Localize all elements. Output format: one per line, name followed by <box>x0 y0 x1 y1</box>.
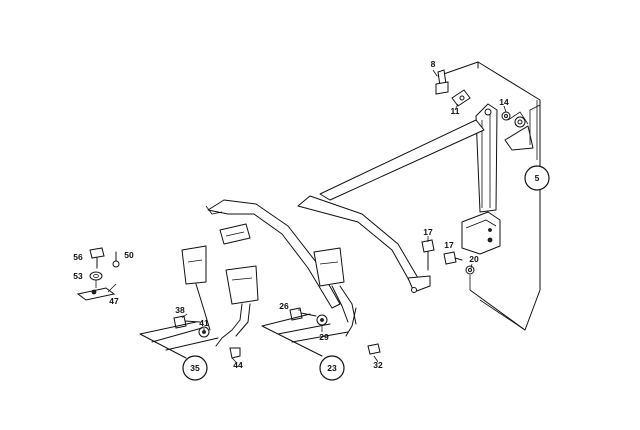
part-number-47: 47 <box>109 296 119 306</box>
callout-circle-5 <box>524 165 550 191</box>
part-number-38: 38 <box>175 305 185 315</box>
part-number-14: 14 <box>499 97 509 107</box>
part-number-35: 35 <box>190 363 200 373</box>
lap-belt-loop <box>205 199 341 309</box>
part-number-17-upper: 17 <box>423 227 433 237</box>
part-number-23: 23 <box>327 363 337 373</box>
shoulder-belt <box>297 119 485 293</box>
part-number-11: 11 <box>451 106 460 116</box>
part-number-5: 5 <box>535 173 540 183</box>
part-number-41: 41 <box>199 318 209 328</box>
part-number-50: 50 <box>124 250 134 260</box>
right-bolt-hardware <box>261 307 381 357</box>
part-number-53: 53 <box>73 271 83 281</box>
part-number-29: 29 <box>319 332 329 342</box>
part-number-8: 8 <box>431 59 436 69</box>
buckle-right <box>313 247 357 337</box>
part-number-26: 26 <box>279 301 289 311</box>
part-number-20: 20 <box>469 254 479 264</box>
right-lower-bolts <box>421 239 475 275</box>
buckle-left <box>181 245 259 347</box>
small-parts-group <box>76 247 120 301</box>
callout-circle-35 <box>182 355 208 381</box>
part-number-44: 44 <box>233 360 243 370</box>
callout-circle-23 <box>319 355 345 381</box>
part-number-17-lower: 17 <box>444 240 454 250</box>
left-bolt-hardware <box>139 315 241 359</box>
leader-lines <box>181 69 538 363</box>
part-number-32: 32 <box>373 360 383 370</box>
retractor-assembly <box>461 103 501 255</box>
upper-anchor-hardware <box>435 69 526 128</box>
part-number-56: 56 <box>73 252 83 262</box>
